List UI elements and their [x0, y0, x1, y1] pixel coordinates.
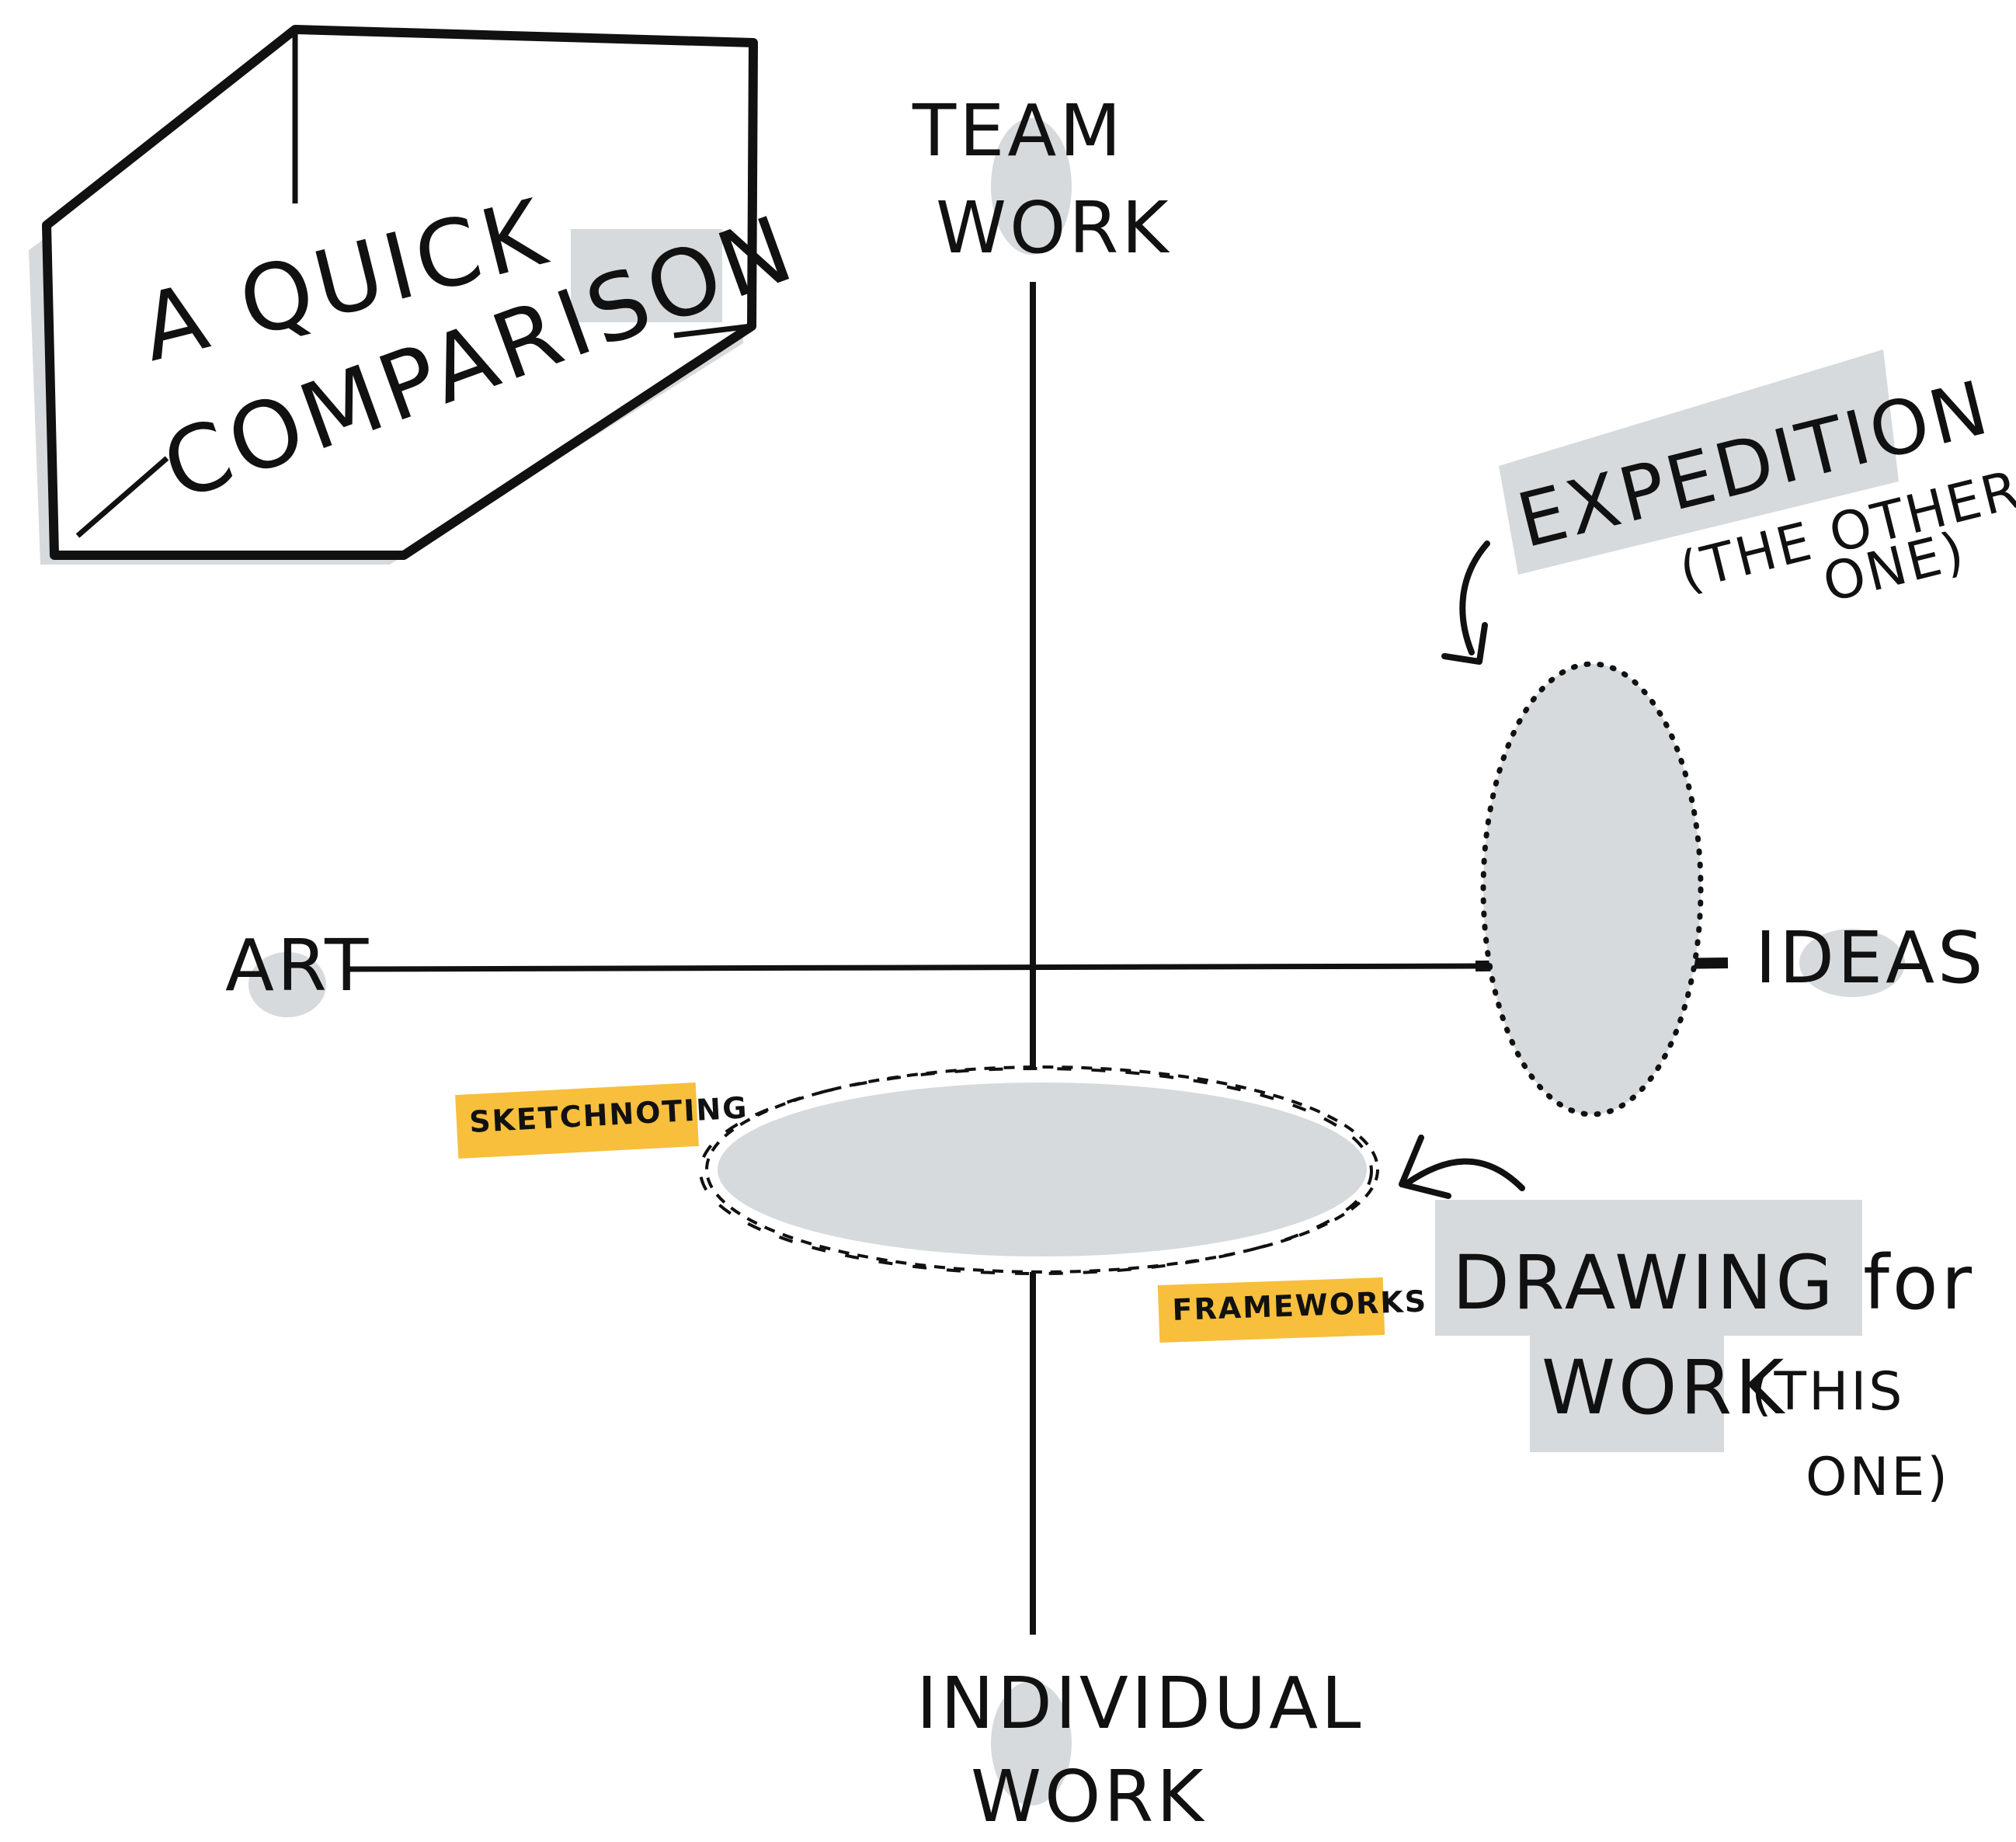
tag-right-highlight: [1157, 1277, 1385, 1343]
expedition-arrowhead: [1441, 622, 1488, 665]
axis-label-bottom: INDIVIDUAL WORK: [916, 1662, 1364, 1838]
axis-bottom-line-2: WORK: [971, 1755, 1207, 1838]
drawing-note-line-2: ONE): [1806, 1447, 1950, 1508]
title-box-edge: [75, 456, 169, 538]
expedition-label-highlight: [1499, 349, 1899, 575]
axis-top-line-2: WORK: [936, 186, 1172, 269]
axis-label-right: IDEAS: [1755, 916, 1986, 999]
drawing-arrow: [1403, 1158, 1525, 1191]
axis-top-line-1: TEAM: [912, 89, 1124, 172]
label-highlight: [1799, 929, 1905, 997]
axis-label-left: ART: [225, 924, 371, 1017]
title-box-edge: [673, 323, 753, 339]
axis-label-top: TEAM WORK: [912, 89, 1172, 269]
drawing-note-line-1: (THIS: [1751, 1361, 1904, 1423]
drawing-label-highlight: [1530, 1336, 1724, 1452]
label-highlight: [991, 1681, 1072, 1806]
horizontal-axis: [345, 963, 1476, 972]
expedition-region: EXPEDITION (THE OTHER ONE): [1441, 349, 2016, 1117]
axis-left-label: ART: [225, 924, 371, 1007]
expedition-arrow: [1459, 540, 1490, 655]
title-box: A QUICK COMPARISON: [29, 25, 809, 565]
expedition-ellipse: [1480, 661, 1704, 1117]
drawing-outer-circles: [699, 1067, 1373, 1275]
title-highlight: [571, 229, 722, 322]
drawing-for-work-region: SKETCHNOTING FRAMEWORKS DRAWING for WORK…: [455, 1065, 1975, 1508]
label-highlight: [991, 118, 1072, 255]
drawing-label-line-1: DRAWING for: [1452, 1239, 1975, 1326]
drawing-label-line-2: WORK: [1542, 1344, 1787, 1431]
drawing-ellipse: [718, 1083, 1367, 1256]
drawing-label-highlight: [1435, 1200, 1862, 1336]
axis-bottom-line-1: INDIVIDUAL: [916, 1662, 1364, 1745]
axis-right-label: IDEAS: [1755, 916, 1986, 999]
drawing-arrowhead: [1399, 1135, 1451, 1199]
tag-left-highlight: [455, 1082, 699, 1159]
label-highlight: [249, 952, 326, 1017]
